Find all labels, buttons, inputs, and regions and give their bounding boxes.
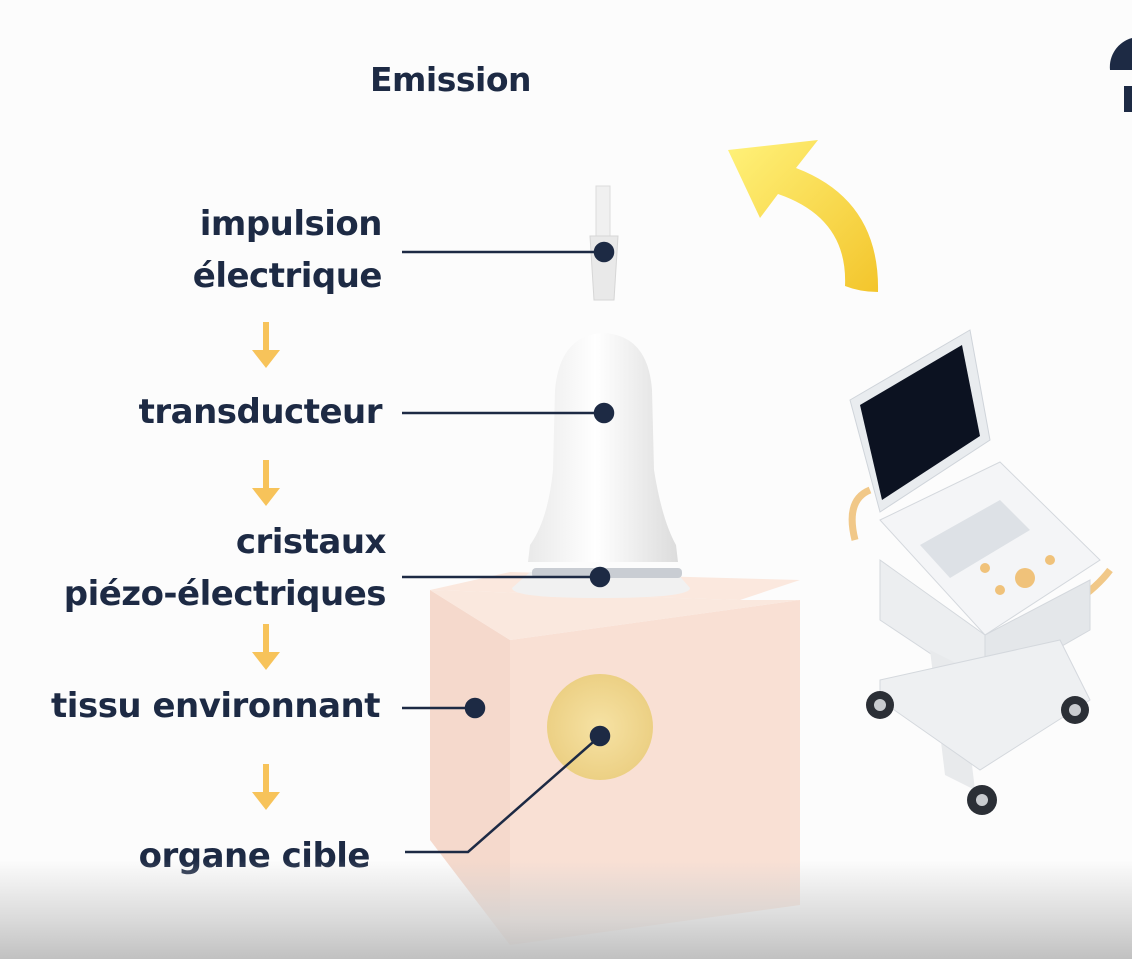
label-transducteur: transducteur: [138, 386, 383, 438]
logo-fragment: [1109, 38, 1132, 112]
down-arrow-icon: [252, 322, 280, 370]
ultrasound-machine-image: [848, 329, 1113, 815]
leader-lines: [402, 241, 615, 854]
diagram-title: Emission: [370, 60, 532, 99]
label-line: cristaux: [235, 522, 387, 562]
down-arrow-icon: [252, 764, 280, 812]
label-line: tissu environnant: [51, 686, 380, 726]
transducer-body: [528, 333, 678, 562]
label-impulsion-electrique: impulsion électrique: [192, 198, 383, 302]
label-cristaux: cristaux piézo-électriques: [63, 516, 387, 620]
curved-arrow-icon: [728, 140, 879, 292]
label-line: impulsion: [199, 204, 383, 244]
label-line: piézo-électriques: [63, 574, 387, 614]
bottom-gradient-overlay: [0, 860, 1132, 959]
label-tissu-environnant: tissu environnant: [51, 680, 380, 732]
down-arrow-icon: [252, 460, 280, 508]
label-line: transducteur: [138, 392, 383, 432]
label-line: électrique: [192, 256, 383, 296]
down-arrow-icon: [252, 624, 280, 672]
